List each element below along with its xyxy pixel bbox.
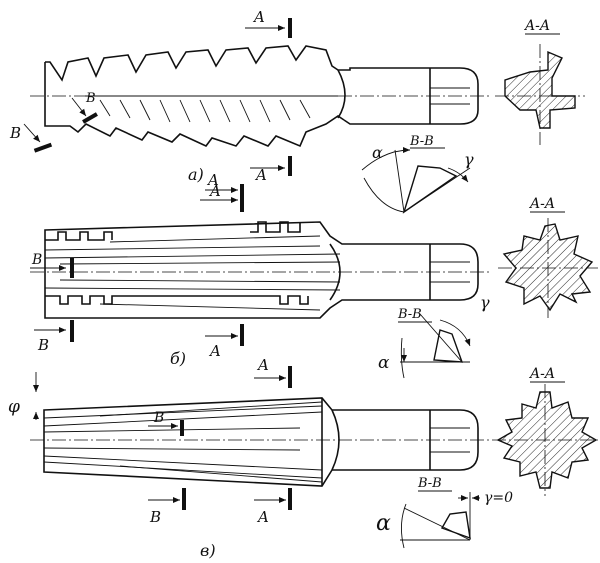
phi-label: φ <box>8 397 20 417</box>
section-bb-label-b: B-B <box>397 307 422 322</box>
figure-v: φ A A B B в) A-A B-B <box>8 356 598 560</box>
mark-a-extra: A <box>206 171 219 189</box>
section-bb-angles-b <box>400 313 471 379</box>
section-bb-angles-v <box>400 492 480 549</box>
figure-a: A A A B B а) A-A B-B <box>9 8 585 214</box>
section-aa-profile-v <box>492 384 598 496</box>
section-aa-profile-b <box>498 218 598 318</box>
mark-b-top-b: B <box>31 252 42 268</box>
section-aa-profile-a <box>495 44 585 145</box>
mark-b-top-v: B <box>153 410 164 426</box>
alpha-label-v: α <box>376 511 391 536</box>
mark-a-bottom-b: A <box>208 342 221 360</box>
alpha-label-a: α <box>372 143 383 162</box>
spiral-flute-lines <box>99 99 311 123</box>
gamma-zero-label: γ=0 <box>484 490 513 506</box>
mark-b-bottom-v: B <box>149 508 161 526</box>
mark-a-top-b: A <box>208 182 221 200</box>
section-bb-label-a: B-B <box>409 134 434 149</box>
gamma-label-a: γ <box>464 150 474 169</box>
mark-a-top-v: A <box>256 356 269 374</box>
section-bb-label-v: B-B <box>417 476 442 491</box>
alpha-label-b: α <box>378 353 390 373</box>
mark-a-top: A <box>252 8 265 26</box>
caption-b: б) <box>170 349 186 368</box>
mark-a-bottom: A <box>254 166 267 184</box>
section-bb-angles-a <box>361 147 471 214</box>
mark-b-lower: B <box>9 124 21 142</box>
taper-flute-lines <box>43 401 323 483</box>
gamma-label-b: γ <box>480 293 490 312</box>
section-aa-label-v: A-A <box>528 366 555 382</box>
mark-a-bottom-v: A <box>256 508 269 526</box>
mark-b-upper: B <box>85 91 96 106</box>
caption-v: в) <box>200 541 216 560</box>
figure-b: A A B B б) A-A B-B γ α <box>30 182 598 379</box>
section-aa-label-b: A-A <box>528 196 555 212</box>
mark-b-bottom-b: B <box>37 336 49 354</box>
caption-a: а) <box>188 165 204 184</box>
section-aa-label-a: A-A <box>523 18 550 34</box>
